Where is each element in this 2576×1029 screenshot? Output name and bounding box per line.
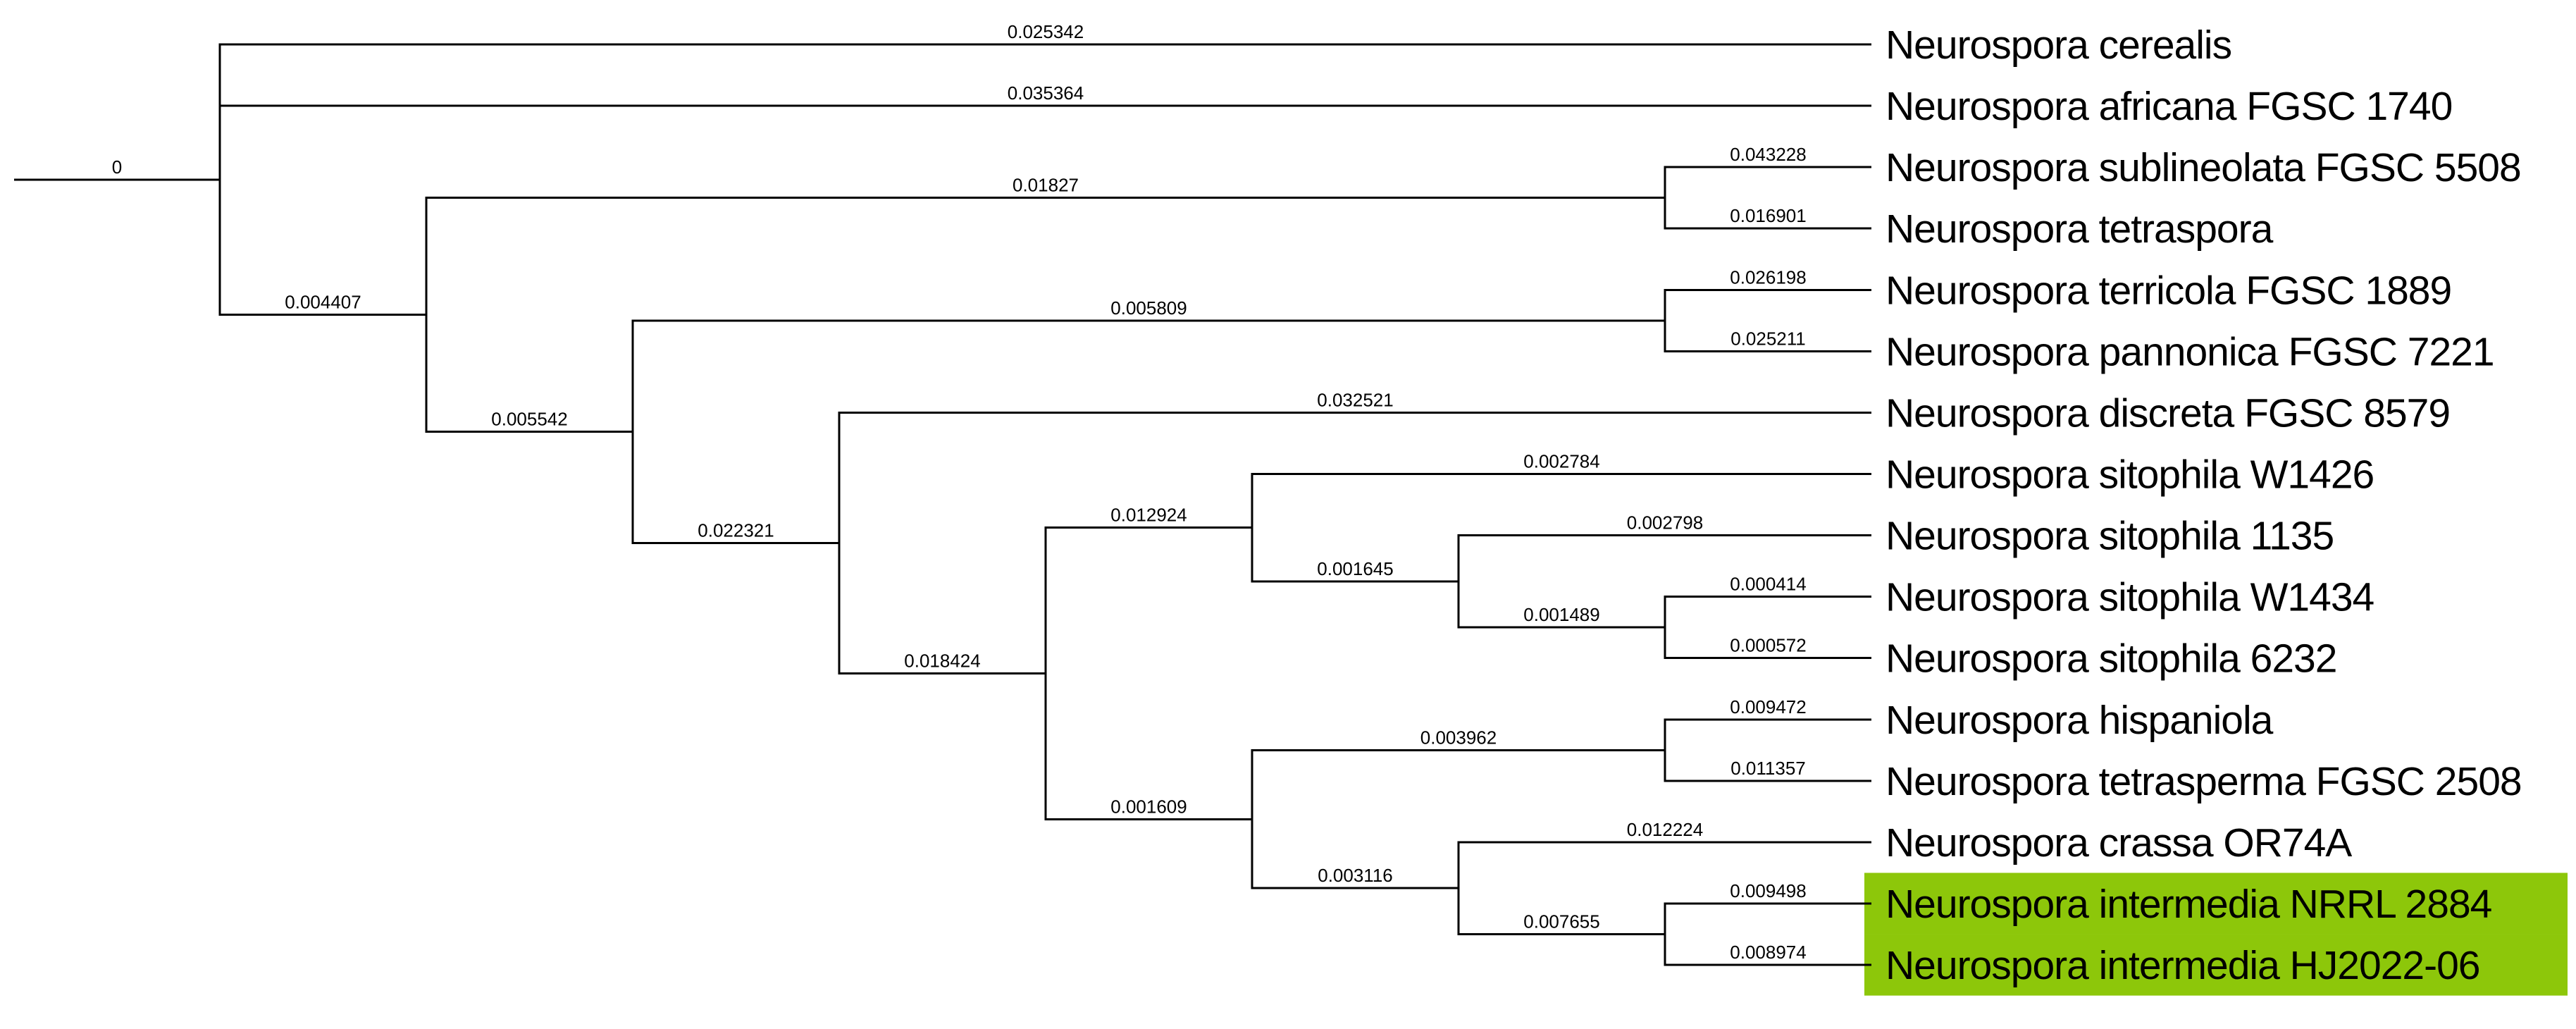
branch-length-label: 0.012924 — [1110, 505, 1187, 526]
branch-length-label: 0.000414 — [1730, 574, 1806, 595]
branch-length-label: 0 — [112, 156, 122, 178]
branch-length-label: 0.026198 — [1730, 266, 1806, 288]
branch-length-label: 0.025342 — [1008, 21, 1084, 42]
branch-length-label: 0.000572 — [1730, 635, 1806, 656]
taxon-label[interactable]: Neurospora crassa OR74A — [1885, 820, 2353, 865]
taxon-label[interactable]: Neurospora sitophila 6232 — [1885, 636, 2337, 682]
branch-length-label: 0.032521 — [1317, 389, 1393, 410]
highlight-box — [1864, 934, 2568, 996]
branch-length-label: 0.009498 — [1730, 880, 1806, 901]
branch-length-label: 0.035364 — [1008, 82, 1084, 104]
taxon-label[interactable]: Neurospora sitophila W1426 — [1885, 452, 2374, 497]
branch-length-label: 0.011357 — [1730, 758, 1806, 779]
highlight-box — [1864, 873, 2568, 935]
taxon-label[interactable]: Neurospora sublineolata FGSC 5508 — [1885, 145, 2522, 190]
branch-length-label: 0.016901 — [1730, 205, 1806, 226]
branch-length-label: 0.001489 — [1523, 604, 1599, 625]
branch-length-label: 0.008974 — [1730, 942, 1806, 963]
taxon-label[interactable]: Neurospora sitophila W1434 — [1885, 575, 2375, 620]
branch-length-label: 0.022321 — [698, 519, 774, 541]
branch-length-label: 0.043228 — [1730, 144, 1806, 165]
branch-length-label: 0.001645 — [1317, 558, 1393, 579]
branch-lines-layer — [14, 43, 1871, 966]
branch-length-label: 0.001609 — [1110, 796, 1187, 817]
branch-length-label: 0.004407 — [285, 292, 361, 313]
taxon-label[interactable]: Neurospora tetrasperma FGSC 2508 — [1885, 759, 2522, 804]
taxon-label[interactable]: Neurospora africana FGSC 1740 — [1885, 84, 2453, 129]
highlight-layer — [1864, 873, 2568, 996]
branch-length-label: 0.005809 — [1110, 297, 1187, 319]
branch-length-label: 0.003116 — [1318, 865, 1393, 886]
taxon-label[interactable]: Neurospora sitophila 1135 — [1885, 514, 2334, 559]
taxon-label[interactable]: Neurospora cerealis — [1885, 23, 2232, 68]
taxon-label[interactable]: Neurospora intermedia HJ2022-06 — [1885, 943, 2480, 988]
branch-length-label: 0.025211 — [1730, 328, 1806, 349]
branch-length-label: 0.018424 — [904, 650, 980, 671]
branch-length-label: 0.012224 — [1627, 819, 1703, 840]
taxon-label[interactable]: Neurospora hispaniola — [1885, 698, 2274, 743]
branch-length-label: 0.003962 — [1420, 727, 1497, 748]
branch-length-label: 0.002798 — [1627, 512, 1703, 534]
taxon-label[interactable]: Neurospora tetraspora — [1885, 207, 2274, 252]
taxon-label[interactable]: Neurospora intermedia NRRL 2884 — [1885, 882, 2493, 927]
taxon-label[interactable]: Neurospora pannonica FGSC 7221 — [1885, 329, 2495, 374]
taxon-label[interactable]: Neurospora discreta FGSC 8579 — [1885, 390, 2451, 436]
branch-length-label: 0.01827 — [1013, 175, 1079, 196]
taxon-label[interactable]: Neurospora terricola FGSC 1889 — [1885, 268, 2452, 313]
branch-length-label: 0.005542 — [491, 409, 567, 430]
branch-length-label: 0.002784 — [1523, 450, 1599, 472]
branch-length-label: 0.009472 — [1730, 696, 1806, 717]
branch-length-label: 0.007655 — [1523, 911, 1599, 932]
